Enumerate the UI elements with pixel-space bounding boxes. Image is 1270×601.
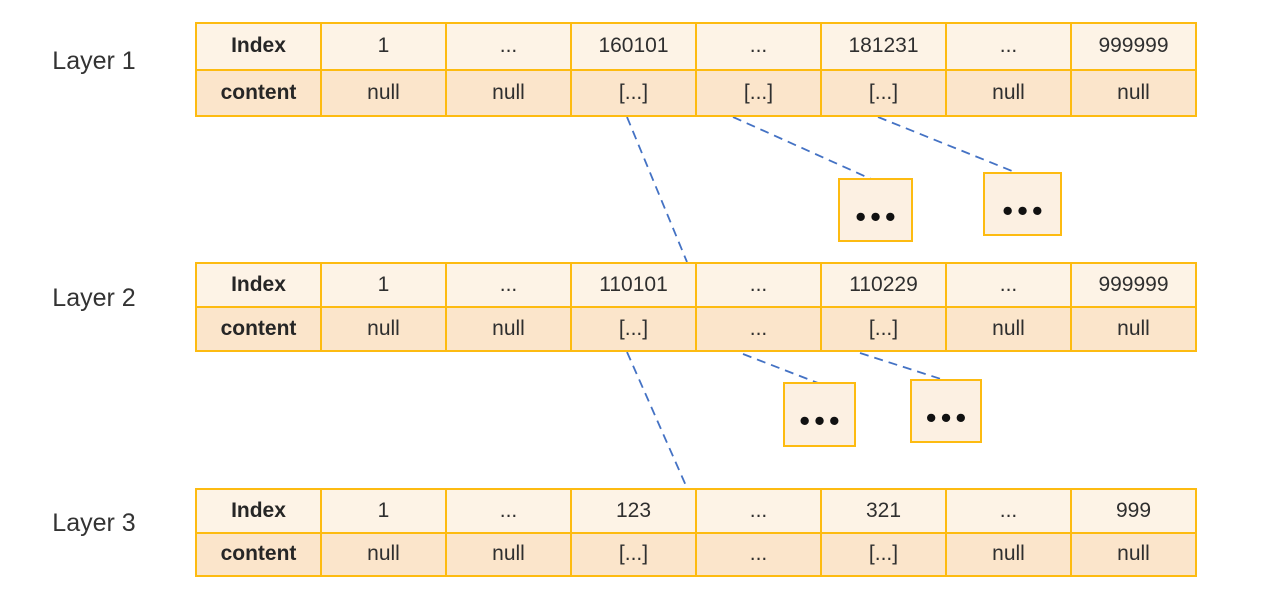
index-cell: ... <box>447 24 570 69</box>
layer-3-table: Index 1 ... 123 ... 321 ... 999 content … <box>195 488 1197 577</box>
ellipsis-dots-icon: ••• <box>855 198 900 234</box>
connector-l1-to-box-b <box>877 116 1018 174</box>
layer-2-label: Layer 2 <box>52 284 136 312</box>
index-cell: 123 <box>572 490 695 532</box>
content-cell: null <box>1072 70 1195 115</box>
index-cell: 999 <box>1072 490 1195 532</box>
index-header-cell: Index <box>197 264 320 306</box>
ellipsis-box: ••• <box>910 379 982 443</box>
index-cell: 1 <box>322 24 445 69</box>
layer-3-label: Layer 3 <box>52 509 136 537</box>
layer-1-index-row: Index 1 ... 160101 ... 181231 ... 999999 <box>197 24 1195 69</box>
index-cell: ... <box>697 264 820 306</box>
content-cell: [...] <box>822 70 945 115</box>
content-cell: null <box>1072 308 1195 350</box>
layer-1-content-row: content null null [...] [...] [...] null… <box>197 70 1195 115</box>
content-cell: null <box>447 70 570 115</box>
index-cell: 999999 <box>1072 24 1195 69</box>
content-cell: null <box>447 533 570 575</box>
index-cell: 321 <box>822 490 945 532</box>
content-cell: [...] <box>822 533 945 575</box>
content-header-cell: content <box>197 308 320 350</box>
content-header-cell: content <box>197 70 320 115</box>
content-cell: [...] <box>697 70 820 115</box>
index-header-cell: Index <box>197 24 320 69</box>
layer-2-content-row: content null null [...] ... [...] null n… <box>197 308 1195 350</box>
index-cell: 160101 <box>572 24 695 69</box>
ellipsis-box: ••• <box>783 382 856 447</box>
content-cell: null <box>322 308 445 350</box>
index-cell: 1 <box>322 264 445 306</box>
index-header-cell: Index <box>197 490 320 532</box>
layer-3-index-row: Index 1 ... 123 ... 321 ... 999 <box>197 490 1195 532</box>
layer-2-table: Index 1 ... 110101 ... 110229 ... 999999… <box>195 262 1197 352</box>
index-cell: ... <box>697 490 820 532</box>
connector-l1-to-box-a <box>732 116 872 180</box>
content-cell: null <box>447 308 570 350</box>
index-cell: ... <box>447 264 570 306</box>
content-cell: null <box>1072 533 1195 575</box>
index-cell: ... <box>947 24 1070 69</box>
content-cell: null <box>947 70 1070 115</box>
content-cell: [...] <box>572 533 695 575</box>
content-cell: ... <box>697 308 820 350</box>
index-cell: 110101 <box>572 264 695 306</box>
layer-1-table: Index 1 ... 160101 ... 181231 ... 999999… <box>195 22 1197 117</box>
index-cell: ... <box>447 490 570 532</box>
ellipsis-dots-icon: ••• <box>799 403 844 438</box>
content-cell: null <box>947 533 1070 575</box>
index-cell: 110229 <box>822 264 945 306</box>
index-cell: ... <box>947 264 1070 306</box>
content-cell: ... <box>697 533 820 575</box>
layer-2-index-row: Index 1 ... 110101 ... 110229 ... 999999 <box>197 264 1195 306</box>
content-cell: [...] <box>572 70 695 115</box>
index-cell: 999999 <box>1072 264 1195 306</box>
content-cell: [...] <box>572 308 695 350</box>
ellipsis-dots-icon: ••• <box>1002 192 1047 228</box>
connector-l2-to-box-d <box>859 352 945 381</box>
content-cell: null <box>947 308 1070 350</box>
ellipsis-box: ••• <box>983 172 1062 236</box>
layer-1-label: Layer 1 <box>52 47 136 75</box>
index-cell: ... <box>947 490 1070 532</box>
content-cell: null <box>322 533 445 575</box>
connector-l1-to-l2 <box>626 116 688 263</box>
connector-l2-to-box-c <box>742 353 819 384</box>
index-cell: 1 <box>322 490 445 532</box>
index-cell: ... <box>697 24 820 69</box>
index-cell: 181231 <box>822 24 945 69</box>
content-cell: null <box>322 70 445 115</box>
content-cell: [...] <box>822 308 945 350</box>
ellipsis-dots-icon: ••• <box>925 399 971 435</box>
ellipsis-box: ••• <box>838 178 913 242</box>
layer-3-content-row: content null null [...] ... [...] null n… <box>197 533 1195 575</box>
content-header-cell: content <box>197 533 320 575</box>
connector-l2-to-l3 <box>626 351 688 489</box>
